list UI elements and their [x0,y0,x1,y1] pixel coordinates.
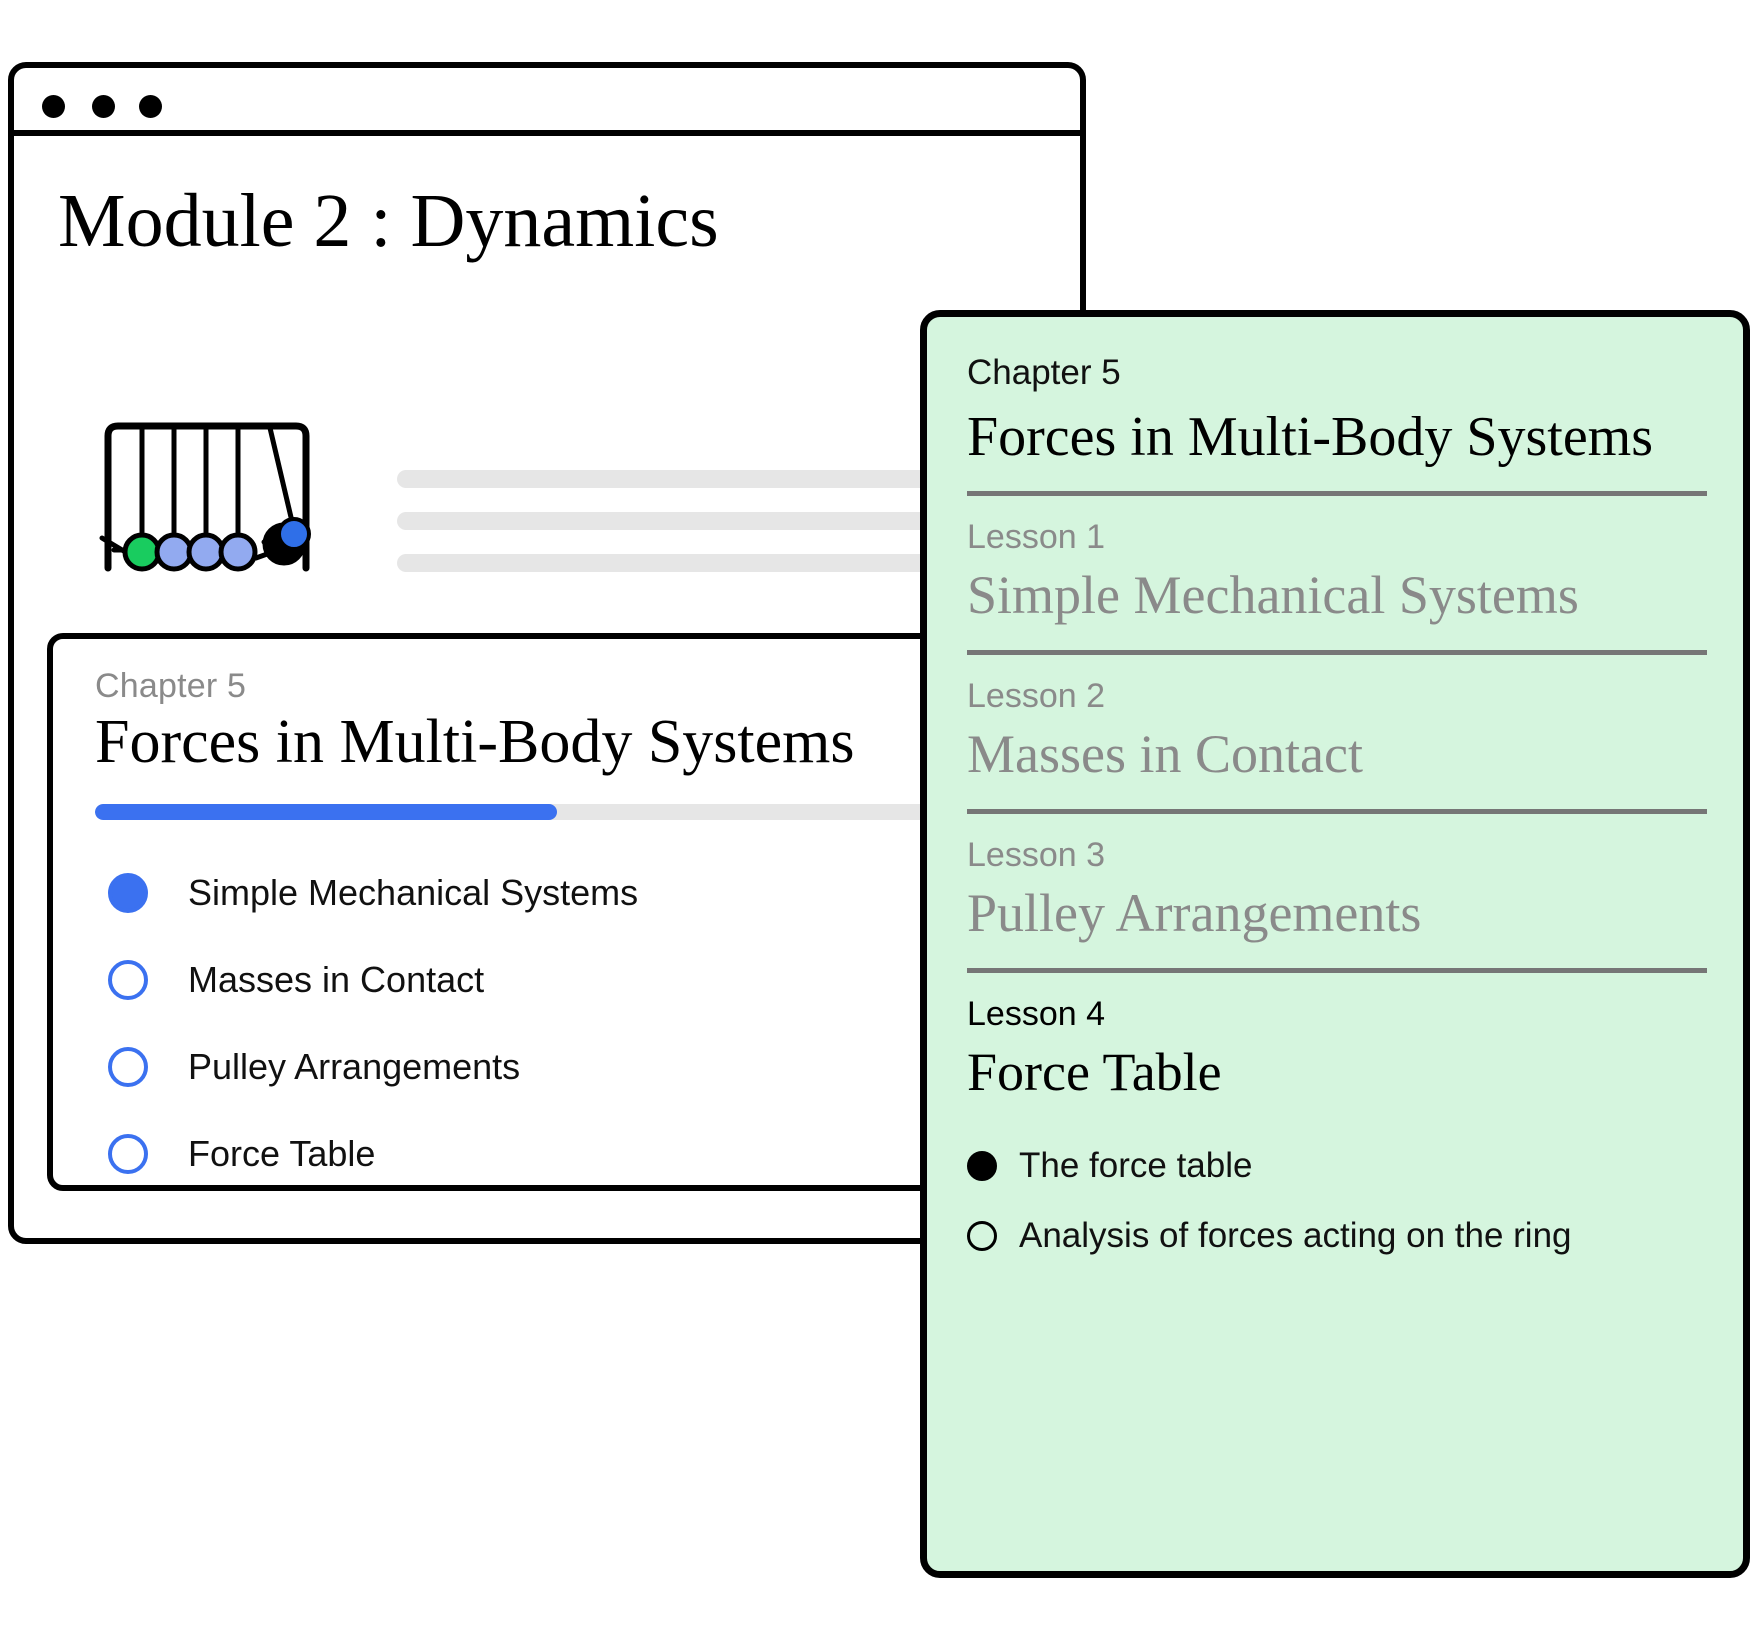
panel-chapter-label: Chapter 5 [967,353,1121,392]
panel-topic-row[interactable]: The force table [967,1131,1707,1201]
divider [967,967,1707,973]
lesson-option-row[interactable]: Pulley Arrangements [95,1023,1241,1110]
panel-topic-row[interactable]: Analysis of forces acting on the ring [967,1201,1707,1271]
panel-lesson-number: Lesson 4 [967,994,1105,1033]
lesson-option-row[interactable]: Force Table [95,1110,1241,1185]
radio-selected-icon[interactable] [108,872,148,913]
panel-lesson-title: Simple Mechanical Systems [967,565,1579,626]
chapter-detail-panel: Chapter 5 Forces in Multi-Body Systems L… [920,310,1750,1578]
panel-lesson-number: Lesson 2 [967,677,1105,716]
lesson-option-row[interactable]: Masses in Contact [95,936,1241,1023]
panel-topic-label: The force table [1019,1145,1253,1185]
radio-unselected-icon[interactable] [108,959,148,1000]
divider [967,808,1707,814]
bullet-unselected-icon[interactable] [967,1220,997,1251]
panel-lesson-title: Force Table [967,1041,1222,1102]
radio-unselected-icon[interactable] [108,1046,148,1087]
lesson-option-label: Pulley Arrangements [188,1045,521,1087]
panel-lesson-item-active[interactable]: Lesson 4 Force Table [967,995,1707,1105]
card-chapter-title: Forces in Multi-Body Systems [95,708,855,776]
lesson-option-label: Simple Mechanical Systems [188,871,639,913]
panel-lesson-number: Lesson 1 [967,518,1105,557]
lesson-option-label: Masses in Contact [188,958,485,1000]
panel-topic-list: The force table Analysis of forces actin… [967,1131,1707,1271]
panel-lesson-item[interactable]: Lesson 2 Masses in Contact [967,677,1707,787]
panel-chapter-title: Forces in Multi-Body Systems [967,406,1654,468]
newtons-cradle-icon [98,420,316,578]
panel-lesson-number: Lesson 3 [967,835,1105,874]
panel-lesson-item[interactable]: Lesson 1 Simple Mechanical Systems [967,518,1707,628]
divider [967,491,1707,497]
bullet-selected-icon[interactable] [967,1150,997,1181]
panel-lesson-title: Masses in Contact [967,724,1363,785]
radio-unselected-icon[interactable] [108,1133,148,1174]
window-titlebar [14,68,1080,136]
chapter-progress-bar [95,804,1145,820]
page-title: Module 2 : Dynamics [58,179,719,263]
lesson-option-row[interactable]: Simple Mechanical Systems [95,849,1241,936]
card-chapter-label: Chapter 5 [95,667,247,705]
panel-lesson-item[interactable]: Lesson 3 Pulley Arrangements [967,836,1707,946]
divider [967,650,1707,656]
chapter-progress-fill [95,804,557,820]
panel-lesson-title: Pulley Arrangements [967,882,1422,943]
lesson-option-label: Force Table [188,1132,376,1174]
traffic-light-minimize-icon[interactable] [92,95,115,118]
panel-topic-label: Analysis of forces acting on the ring [1019,1215,1572,1255]
chapter-lesson-list: Simple Mechanical Systems Masses in Cont… [95,849,1241,1185]
skeleton-line [397,554,1037,572]
traffic-light-maximize-icon[interactable] [139,95,162,118]
traffic-light-close-icon[interactable] [42,95,65,118]
